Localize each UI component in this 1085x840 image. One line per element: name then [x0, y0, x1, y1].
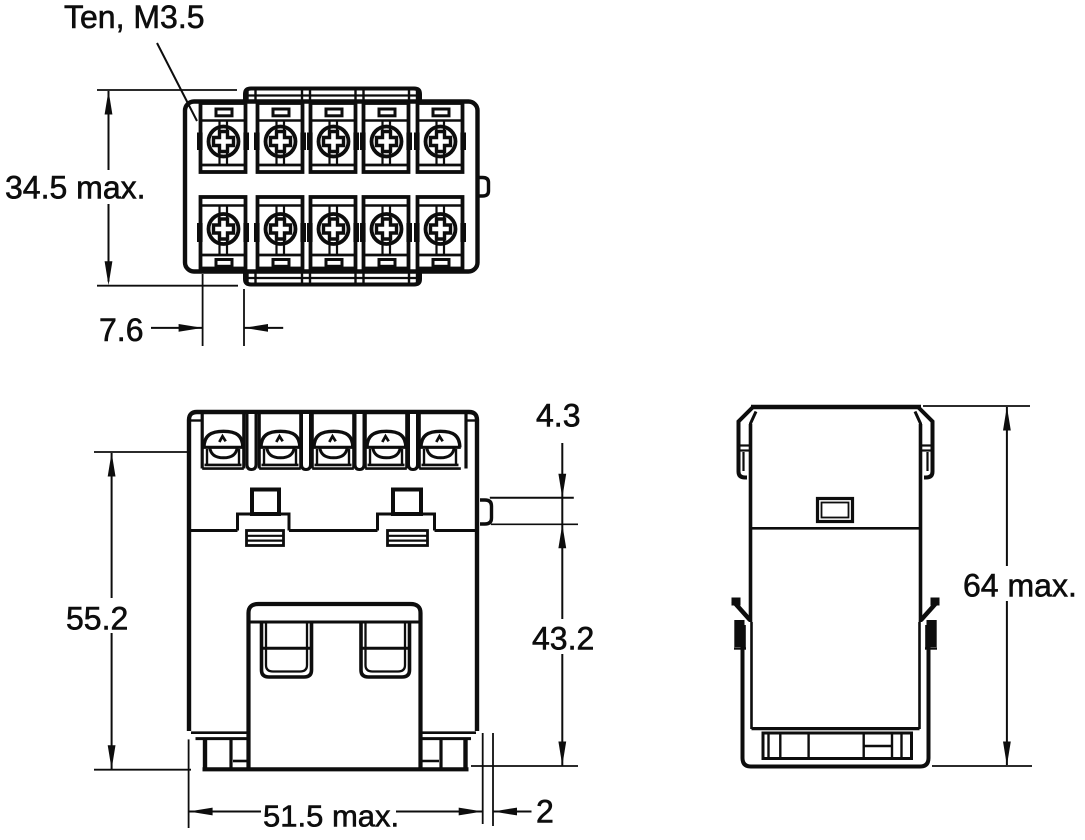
svg-text:7.6: 7.6: [99, 312, 143, 348]
svg-text:2: 2: [536, 794, 554, 830]
svg-text:64 max.: 64 max.: [963, 568, 1077, 604]
svg-text:51.5 max.: 51.5 max.: [263, 799, 399, 834]
svg-text:34.5 max.: 34.5 max.: [5, 170, 146, 206]
svg-text:4.3: 4.3: [536, 398, 580, 434]
svg-text:55.2: 55.2: [66, 601, 128, 637]
svg-text:43.2: 43.2: [532, 621, 594, 657]
svg-text:Ten, M3.5: Ten, M3.5: [64, 0, 205, 35]
